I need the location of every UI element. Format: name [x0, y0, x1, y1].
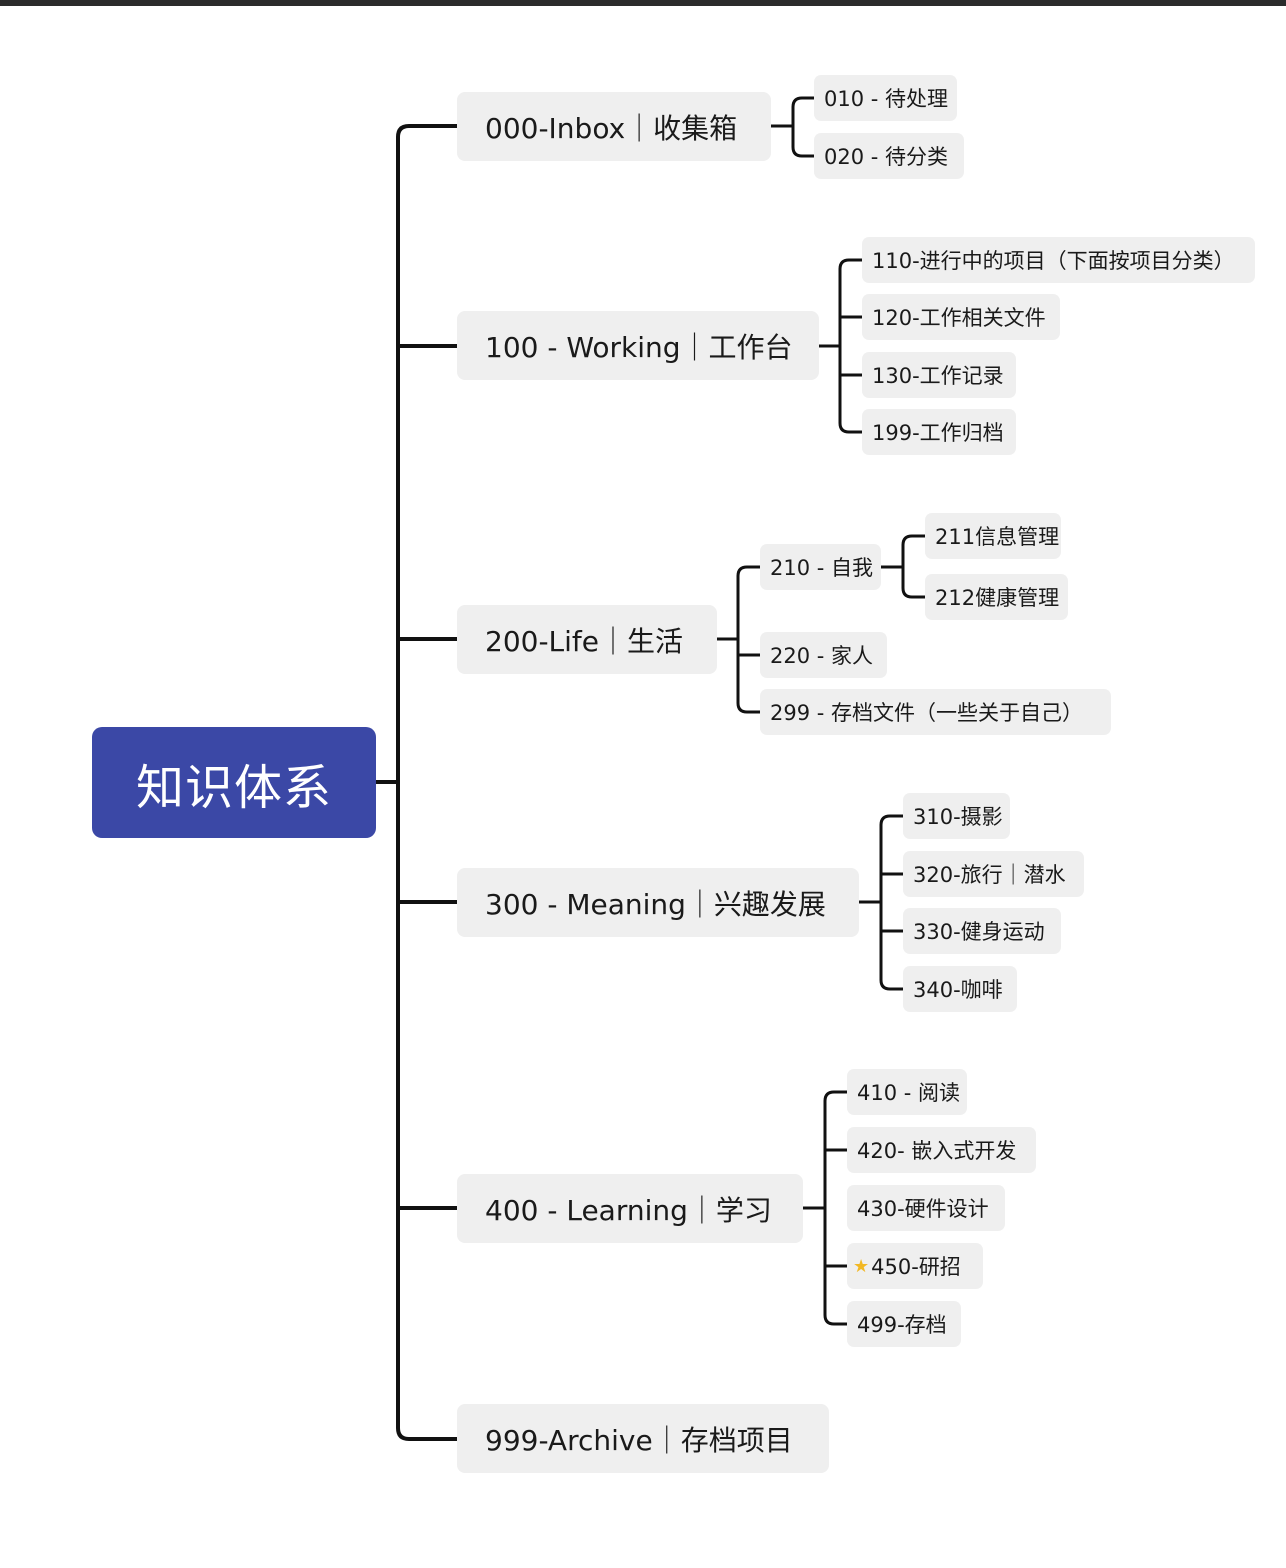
node-330[interactable]: 330-健身运动: [903, 908, 1061, 954]
branch-inbox[interactable]: 000-Inbox｜收集箱: [457, 92, 771, 161]
branch-working[interactable]: 100 - Working｜工作台: [457, 311, 819, 380]
root-node[interactable]: 知识体系: [92, 727, 376, 838]
branch-meaning[interactable]: 300 - Meaning｜兴趣发展: [457, 868, 859, 937]
node-220[interactable]: 220 - 家人: [760, 632, 887, 678]
node-210[interactable]: 210 - 自我: [760, 544, 881, 590]
node-199[interactable]: 199-工作归档: [862, 409, 1016, 455]
node-010[interactable]: 010 - 待处理: [814, 75, 957, 121]
star-icon: ★: [853, 1255, 870, 1277]
node-212[interactable]: 212健康管理: [925, 574, 1068, 620]
node-499[interactable]: 499-存档: [847, 1301, 961, 1347]
node-110[interactable]: 110-进行中的项目（下面按项目分类）: [862, 237, 1255, 283]
node-211[interactable]: 211信息管理: [925, 513, 1061, 559]
node-120[interactable]: 120-工作相关文件: [862, 294, 1060, 340]
node-310[interactable]: 310-摄影: [903, 793, 1010, 839]
node-320[interactable]: 320-旅行｜潜水: [903, 851, 1084, 897]
branch-archive[interactable]: 999-Archive｜存档项目: [457, 1404, 829, 1473]
node-450-label: 450-研招: [871, 1255, 961, 1279]
top-bar: [0, 0, 1286, 6]
node-410[interactable]: 410 - 阅读: [847, 1069, 967, 1115]
node-299[interactable]: 299 - 存档文件（一些关于自己）: [760, 689, 1111, 735]
node-450[interactable]: ★ 450-研招: [847, 1243, 983, 1289]
node-420[interactable]: 420- 嵌入式开发: [847, 1127, 1036, 1173]
branch-life[interactable]: 200-Life｜生活: [457, 605, 717, 674]
node-020[interactable]: 020 - 待分类: [814, 133, 964, 179]
node-340[interactable]: 340-咖啡: [903, 966, 1017, 1012]
node-130[interactable]: 130-工作记录: [862, 352, 1016, 398]
branch-learning[interactable]: 400 - Learning｜学习: [457, 1174, 803, 1243]
node-430[interactable]: 430-硬件设计: [847, 1185, 1005, 1231]
